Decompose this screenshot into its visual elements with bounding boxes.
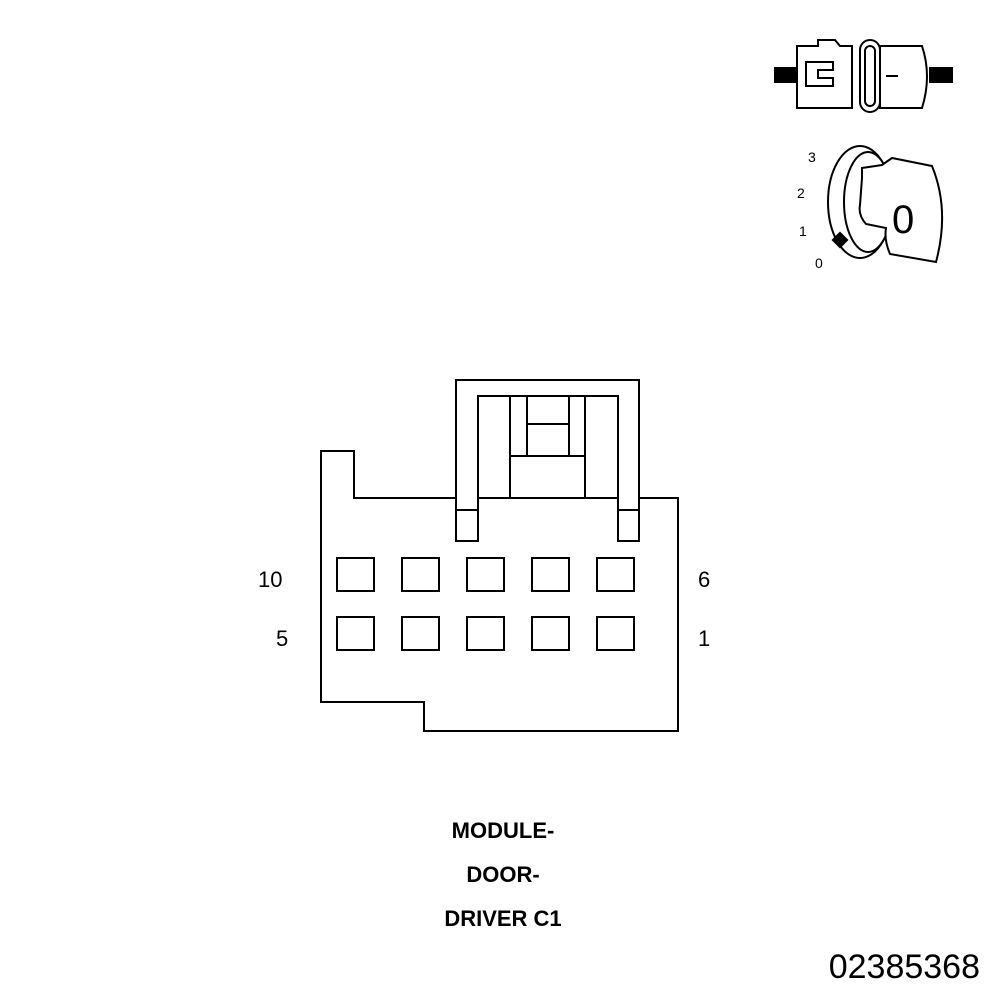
connector-icon-right-wire bbox=[929, 67, 953, 83]
connector-title-line: DRIVER C1 bbox=[444, 906, 561, 931]
pin-cavity-10 bbox=[336, 557, 375, 592]
connector-icon-left-wire bbox=[774, 67, 798, 83]
pin-label-top-left: 10 bbox=[258, 567, 282, 592]
pin-label-top-right: 6 bbox=[698, 567, 710, 592]
ignition-position-marker bbox=[831, 231, 849, 249]
pin-cavity-1 bbox=[596, 616, 635, 651]
ignition-key-icon: 3 2 1 0 0 bbox=[797, 145, 944, 271]
connector-icon-female-body bbox=[879, 45, 928, 109]
connector-icon-male-latch bbox=[805, 61, 834, 87]
pin-label-bottom-right: 1 bbox=[698, 626, 710, 651]
connector-icon bbox=[774, 39, 953, 113]
pin-cavity-7 bbox=[531, 557, 570, 592]
connector-face bbox=[320, 379, 679, 732]
pin-cavity-5 bbox=[336, 616, 375, 651]
connector-icon-male-body bbox=[796, 39, 853, 109]
figure-id: 02385368 bbox=[829, 948, 980, 986]
ignition-position-label: 1 bbox=[799, 223, 807, 239]
connector-title-line: DOOR- bbox=[466, 862, 539, 887]
pin-cavity-3 bbox=[466, 616, 505, 651]
connector-lock-tab-inner bbox=[526, 395, 570, 457]
pin-cavity-9 bbox=[401, 557, 440, 592]
connector-title-line: MODULE- bbox=[452, 818, 555, 843]
ignition-position-label: 0 bbox=[815, 255, 823, 271]
ignition-key-position-text: 0 bbox=[892, 198, 914, 242]
ignition-position-label: 2 bbox=[797, 185, 805, 201]
connector-icon-ring-inner bbox=[864, 45, 876, 107]
pin-cavity-6 bbox=[596, 557, 635, 592]
pin-label-bottom-left: 5 bbox=[276, 626, 288, 651]
ignition-key-head bbox=[858, 156, 944, 264]
ignition-position-label: 3 bbox=[808, 149, 816, 165]
pin-cavity-2 bbox=[531, 616, 570, 651]
pin-cavity-4 bbox=[401, 616, 440, 651]
pin-cavity-8 bbox=[466, 557, 505, 592]
connector-lock-frame bbox=[455, 379, 640, 542]
